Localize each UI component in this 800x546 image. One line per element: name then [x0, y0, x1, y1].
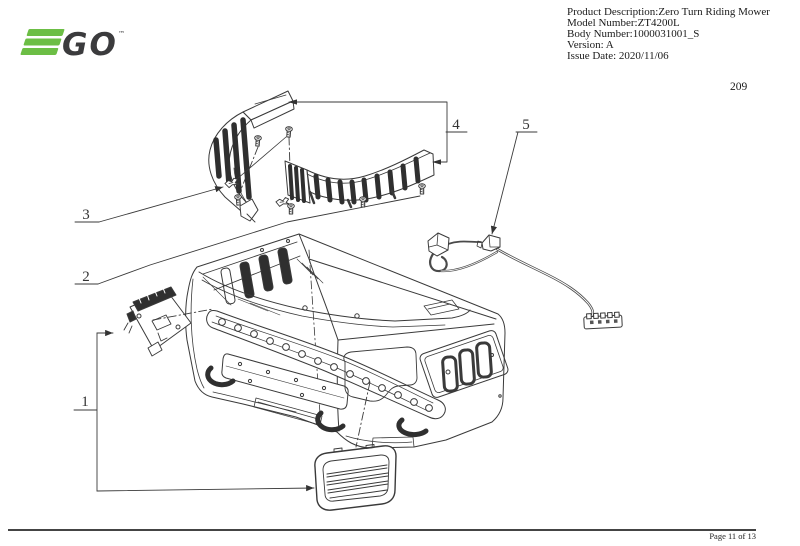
trademark-symbol: ™ [118, 30, 125, 38]
screw [418, 183, 426, 195]
footer-page-label: Page 11 of 13 [709, 531, 756, 541]
model-number-line: Model Number:ZT4200L [567, 16, 680, 29]
product-info-block: Product Description:Zero Turn Riding Mow… [567, 7, 770, 62]
ego-logo-e-bars [20, 29, 65, 55]
harness-connector-a [427, 232, 450, 257]
part-main-body [185, 233, 509, 449]
body-slot-strip [206, 309, 446, 420]
page-number: 209 [730, 81, 748, 93]
part-lower-grille [314, 381, 397, 511]
screw [253, 134, 262, 147]
fasteners [223, 125, 426, 215]
harness-connector-strip [583, 311, 623, 330]
body-outline [185, 233, 506, 449]
strip-holes [218, 318, 433, 412]
body-vent-slots [220, 247, 293, 305]
ego-logo-go: GO [62, 27, 118, 61]
part-upper-grille [284, 149, 435, 209]
body-number-line: Body Number:1000031001_S [567, 27, 700, 40]
callout-3: 3 [82, 207, 90, 223]
callout-leader-lines [73, 99, 538, 492]
harness-connector-b [481, 234, 501, 252]
body-side-panel [419, 330, 509, 398]
screw [287, 203, 295, 215]
part-control-board [123, 286, 214, 357]
footer-divider [8, 529, 756, 531]
screw [284, 125, 293, 138]
ego-logo: GO ™ [20, 27, 125, 61]
callout-4: 4 [452, 117, 460, 133]
callout-labels: 1 2 3 4 5 [81, 117, 530, 410]
product-description-line: Product Description:Zero Turn Riding Mow… [567, 6, 770, 18]
callout-1: 1 [81, 394, 89, 410]
version-line: Version: A [567, 38, 614, 51]
callout-2: 2 [82, 269, 90, 285]
issue-date-line: Issue Date: 2020/11/06 [567, 49, 669, 62]
side-panel-slots [441, 341, 493, 393]
body-grille-opening [343, 346, 418, 402]
part-wire-harness [427, 232, 623, 330]
callout-5: 5 [522, 117, 530, 133]
